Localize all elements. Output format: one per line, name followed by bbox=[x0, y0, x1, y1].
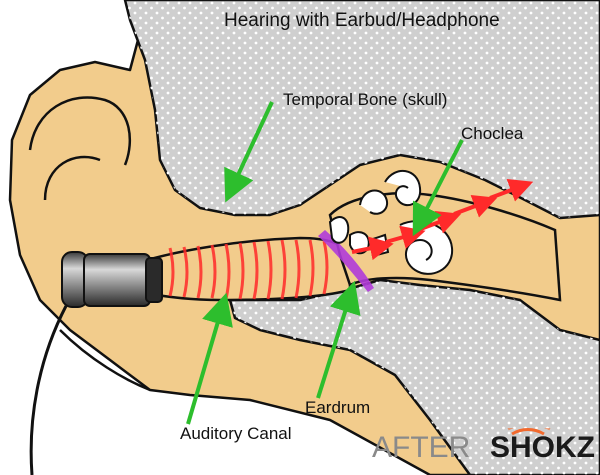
eardrum bbox=[318, 230, 374, 292]
ear-fold bbox=[28, 96, 132, 166]
sound-waves bbox=[168, 239, 329, 300]
cochlea-pointer bbox=[412, 139, 464, 237]
temporal-bone-label: Temporal Bone (skull) bbox=[283, 90, 448, 109]
auditory-canal-label: Auditory Canal bbox=[180, 424, 292, 443]
auditory-canal-pointer bbox=[186, 292, 233, 425]
eardrum-label: Eardrum bbox=[305, 398, 371, 417]
earbud bbox=[29, 251, 163, 475]
logo-text-after: AFTER bbox=[372, 431, 471, 464]
aftershokz-logo: AFTER SHOKZ bbox=[372, 428, 600, 468]
diagram-title: Hearing with Earbud/Headphone bbox=[224, 10, 500, 31]
cochlea-label: Choclea bbox=[461, 124, 524, 143]
ear-lobe bbox=[59, 329, 151, 392]
temporal-bone-pointer bbox=[224, 101, 274, 203]
ear-fold-2 bbox=[43, 155, 101, 201]
logo-wave-icon bbox=[507, 428, 551, 436]
label-arrows bbox=[186, 101, 464, 425]
logo-text-shokz: SHOKZ bbox=[490, 431, 595, 464]
eardrum-pointer bbox=[316, 280, 361, 399]
